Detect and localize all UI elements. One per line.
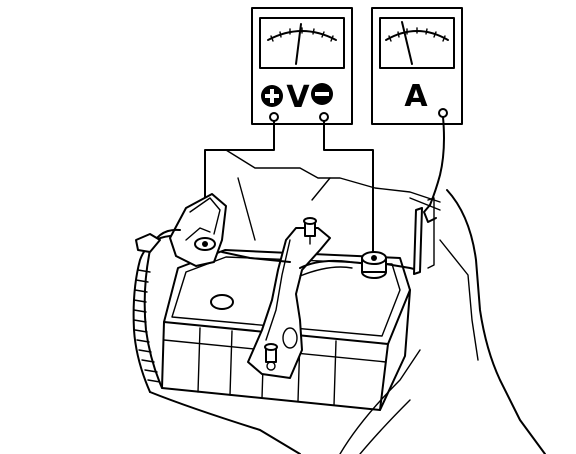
hold-down-clamp	[247, 227, 331, 379]
positive-cable-run	[221, 251, 291, 263]
voltmeter-positive-lead	[204, 120, 275, 239]
ammeter-dial-window	[379, 17, 455, 69]
battery-vent-cap	[210, 294, 234, 310]
engine-bay-background	[149, 149, 546, 454]
positive-cable-loom-outer	[132, 235, 171, 393]
positive-cable	[132, 193, 291, 393]
voltmeter-negative-terminal	[319, 112, 329, 122]
plus-circle-icon	[261, 85, 283, 107]
bay-right-panel	[446, 189, 546, 454]
voltmeter: V	[251, 7, 353, 125]
voltmeter-label: V	[286, 80, 310, 115]
voltmeter-scale-ticks	[270, 27, 334, 42]
voltmeter-negative-lead	[323, 120, 374, 259]
minus-circle-icon	[311, 83, 333, 105]
test-leads	[204, 116, 445, 259]
ammeter-clamp-lead	[429, 116, 445, 206]
negative-terminal-post	[361, 251, 387, 279]
ammeter-needle	[401, 21, 413, 65]
negative-cable-arc	[299, 259, 371, 269]
bracket-slot	[282, 327, 298, 349]
positive-cable-loom-inner	[143, 228, 181, 389]
harness-clip	[135, 233, 161, 253]
voltmeter-dial-window	[259, 17, 345, 69]
bay-rear-edge	[225, 149, 441, 203]
hold-down-bolt-front	[264, 343, 278, 371]
ammeter-label: A	[404, 79, 428, 114]
ammeter-terminal	[438, 108, 448, 118]
ammeter-clamp-jaw	[423, 204, 437, 223]
ammeter: A	[371, 7, 463, 125]
bay-front-panel	[149, 391, 301, 454]
battery-side-face	[379, 289, 411, 411]
voltmeter-positive-terminal	[269, 112, 279, 122]
negative-cable	[299, 197, 437, 279]
ammeter-scale-ticks	[388, 27, 446, 42]
ground-strap	[413, 207, 423, 275]
positive-terminal-post	[194, 237, 216, 251]
cable-corrugation	[133, 269, 161, 383]
battery-front-face	[161, 321, 389, 411]
hold-down-bracket	[247, 217, 331, 379]
battery-top-rim	[171, 256, 401, 337]
hold-down-bolt-rear	[303, 217, 317, 245]
voltmeter-needle	[295, 23, 302, 65]
